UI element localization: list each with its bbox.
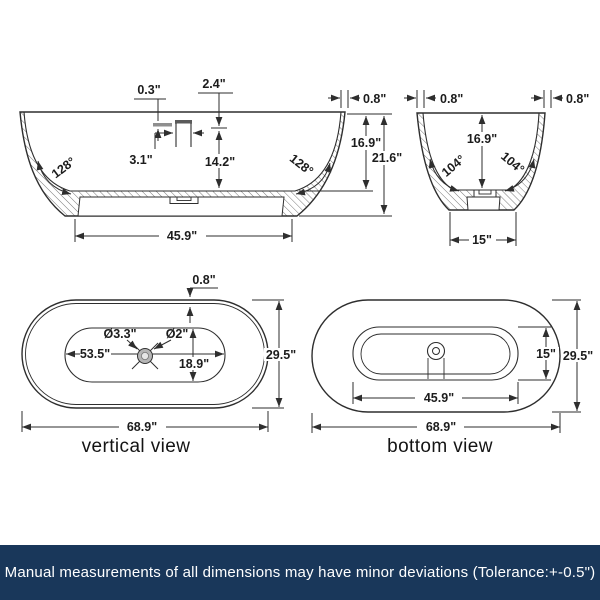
end-tub-outline bbox=[416, 112, 546, 211]
technical-drawing: 0.3" 2.4" 3.1" 14.2" 0.8" 16.9" 21.6" bbox=[19, 77, 593, 457]
dim-drain-inner: Ø2" bbox=[166, 327, 189, 341]
end-drain-recess-inner bbox=[478, 189, 492, 195]
dim-label-bg bbox=[534, 347, 559, 360]
dim-drain-outer: Ø3.3" bbox=[103, 327, 136, 341]
bottom-view: 15" 29.5" 45.9" 68.9" bottom view bbox=[311, 299, 593, 457]
dim-label-bg bbox=[562, 349, 593, 362]
dim-basin-width: 18.9" bbox=[179, 357, 209, 371]
angle-arc bbox=[504, 158, 536, 192]
side-shell-hatch bbox=[20, 112, 345, 216]
dim-label-bg bbox=[467, 132, 497, 146]
angle-left: 128° bbox=[49, 154, 78, 181]
dim-label-bg bbox=[469, 233, 496, 247]
angle-arc bbox=[295, 162, 332, 196]
bottom-base-outer bbox=[352, 326, 519, 381]
dim-label-bg bbox=[179, 357, 209, 370]
angle-arc bbox=[428, 158, 460, 192]
angle-right: 128° bbox=[287, 151, 316, 178]
dim-label-bg bbox=[417, 420, 464, 433]
dim-overflow-depth: 2.4" bbox=[202, 77, 225, 91]
dim-overall-length: 68.9" bbox=[127, 420, 157, 434]
side-drain-recess-inner bbox=[176, 196, 192, 201]
bottom-outer-rim bbox=[311, 299, 561, 413]
drain-inner bbox=[140, 351, 149, 360]
dim-end-base-width: 15" bbox=[472, 233, 492, 247]
dim-overall-height: 21.6" bbox=[372, 151, 402, 165]
dim-end-inner-depth: 16.9" bbox=[467, 132, 497, 146]
end-base-plinth bbox=[466, 196, 501, 211]
dim-base-length: 45.9" bbox=[424, 391, 454, 405]
angle-right: 104° bbox=[498, 149, 527, 176]
dim-basin-length: 53.5" bbox=[80, 347, 110, 361]
dim-label-bg bbox=[264, 348, 295, 361]
dim-label-bg bbox=[415, 391, 462, 404]
dim-overall-length: 68.9" bbox=[426, 420, 456, 434]
dim-rim-thickness: 0.8" bbox=[192, 273, 215, 287]
bottom-view-label: bottom view bbox=[387, 436, 493, 457]
dim-inner-depth: 16.9" bbox=[351, 136, 381, 150]
side-base-plinth bbox=[77, 196, 285, 217]
dim-label-bg bbox=[371, 151, 402, 165]
tolerance-banner: Manual measurements of all dimensions ma… bbox=[0, 545, 600, 600]
end-drain-recess bbox=[473, 189, 497, 198]
side-faucet-hole-top bbox=[175, 120, 192, 124]
dim-faucet-width: 3.1" bbox=[129, 153, 152, 167]
angle-arc bbox=[36, 160, 72, 196]
dim-label-bg bbox=[351, 136, 381, 150]
dim-rim-right: 0.8" bbox=[566, 92, 589, 106]
vertical-basin bbox=[64, 327, 226, 383]
vertical-view: 53.5" 0.8" Ø3.3" Ø2" 18.9" 29.5" 68.9" v bbox=[21, 273, 296, 457]
dim-rim-offset: 0.3" bbox=[137, 83, 160, 97]
end-view: 0.8" 0.8" 16.9" 104° 104° 15" bbox=[404, 90, 589, 247]
tolerance-text: Manual measurements of all dimensions ma… bbox=[4, 564, 596, 581]
dim-label-bg bbox=[80, 347, 111, 360]
side-tub-outline bbox=[19, 111, 346, 217]
dim-rim-left: 0.8" bbox=[440, 92, 463, 106]
dim-label-bg bbox=[159, 229, 206, 243]
vertical-view-label: vertical view bbox=[82, 436, 191, 457]
side-tub-inner-line bbox=[23, 111, 342, 192]
drain-inner bbox=[432, 347, 440, 355]
dim-overall-width: 29.5" bbox=[563, 349, 593, 363]
dim-label-bg bbox=[203, 154, 237, 168]
side-view: 0.3" 2.4" 3.1" 14.2" 0.8" 16.9" 21.6" bbox=[19, 77, 402, 243]
angle-left: 104° bbox=[439, 152, 468, 179]
leader-arrow bbox=[126, 339, 138, 350]
leader-arrow bbox=[153, 339, 172, 350]
bottom-base-inner bbox=[360, 333, 511, 375]
dim-overall-width: 29.5" bbox=[266, 348, 296, 362]
side-overflow-slot bbox=[153, 123, 172, 127]
dim-label-bg bbox=[119, 420, 166, 433]
dim-base-length: 45.9" bbox=[167, 229, 197, 243]
dim-rim-thickness: 0.8" bbox=[363, 92, 386, 106]
dim-depth-to-floor: 14.2" bbox=[205, 155, 235, 169]
dim-base-width: 15" bbox=[536, 347, 556, 361]
